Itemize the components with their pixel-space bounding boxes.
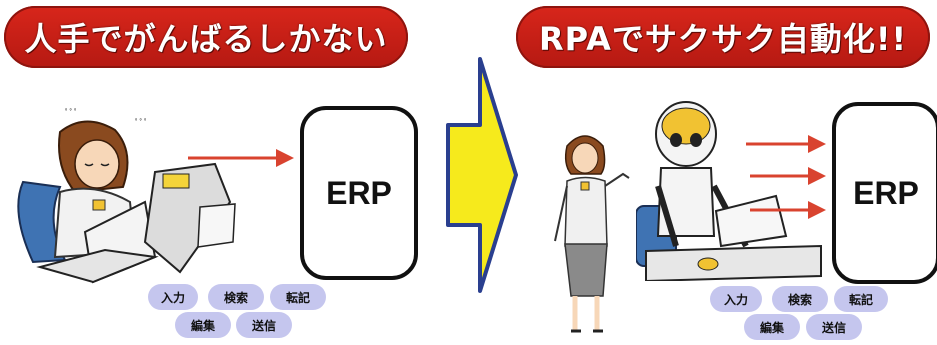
right-erp-box: ERP — [832, 102, 937, 284]
svg-text:ﾟﾟﾟ: ﾟﾟﾟ — [135, 118, 149, 129]
left-banner-text: 人手でがんばるしかない — [24, 20, 388, 58]
svg-text:ﾟﾟﾟ: ﾟﾟﾟ — [65, 108, 79, 119]
left-task-send: 送信 — [236, 312, 292, 338]
right-task-search: 検索 — [772, 286, 828, 312]
right-task-input: 入力 — [710, 286, 762, 312]
right-task-send: 送信 — [806, 314, 862, 340]
left-task-search: 検索 — [208, 284, 264, 310]
left-erp-label: ERP — [326, 174, 392, 211]
right-red-arrows — [746, 135, 826, 219]
left-banner: 人手でがんばるしかない — [4, 6, 408, 68]
center-arrow-icon — [446, 57, 518, 293]
robot-illustration — [636, 101, 822, 281]
right-banner-text: RPAでサクサク自動化!! — [538, 20, 908, 58]
left-task-input: 入力 — [148, 284, 198, 310]
right-task-edit: 編集 — [744, 314, 800, 340]
left-red-arrow — [188, 149, 294, 167]
left-task-transcribe: 転記 — [270, 284, 326, 310]
right-task-transcribe: 転記 — [834, 286, 888, 312]
tired-woman-illustration: ﾟﾟﾟ ﾟﾟﾟ — [17, 108, 236, 284]
left-task-edit: 編集 — [175, 312, 231, 338]
left-erp-box: ERP — [300, 106, 418, 280]
right-banner: RPAでサクサク自動化!! — [516, 6, 930, 68]
right-erp-label: ERP — [853, 174, 919, 211]
smiling-woman-illustration — [554, 135, 630, 333]
